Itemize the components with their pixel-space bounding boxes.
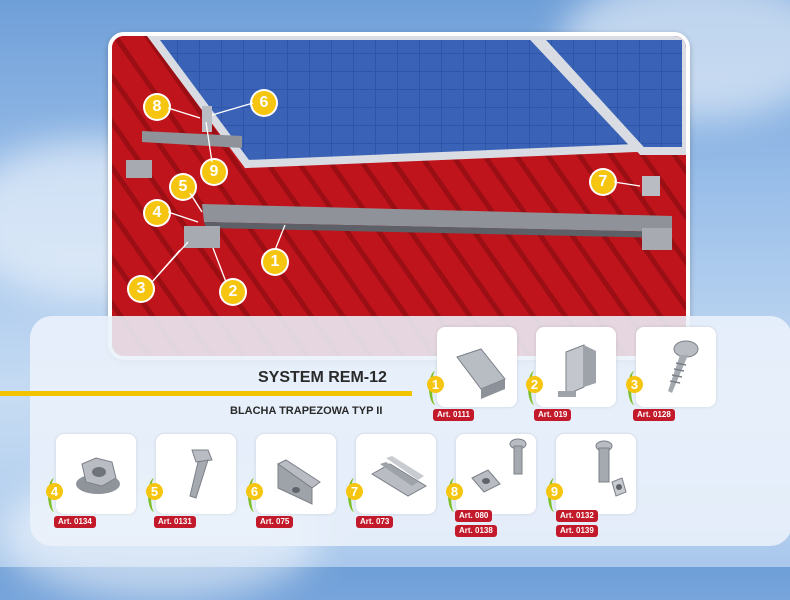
callout-5: 5 (171, 175, 195, 199)
art-label-7: Art. 073 (356, 516, 394, 528)
component-card-4 (56, 434, 136, 514)
art-label-1: Art. 0111 (433, 409, 474, 421)
art-label-9a: Art. 0132 (556, 510, 598, 522)
component-number-1: 1 (427, 376, 444, 393)
installation-illustration (108, 32, 690, 360)
component-number-4: 4 (46, 483, 63, 500)
component-number-7: 7 (346, 483, 363, 500)
art-label-5: Art. 0131 (154, 516, 196, 528)
component-card-6 (256, 434, 336, 514)
screw-icon (668, 340, 699, 393)
roof-mounting-diagram (112, 36, 686, 356)
hex-socket-bolt-icon (595, 440, 627, 497)
component-card-5 (156, 434, 236, 514)
art-label-2: Art. 019 (534, 409, 572, 421)
component-card-9 (556, 434, 636, 514)
callout-1: 1 (263, 250, 287, 274)
nut-icon (76, 457, 120, 494)
callout-8: 8 (145, 95, 169, 119)
mid-clamp-icon (371, 456, 427, 497)
component-card-7 (356, 434, 436, 514)
rail-profile-icon (456, 348, 506, 399)
t-bolt-icon (471, 438, 527, 493)
component-number-5: 5 (146, 483, 163, 500)
callout-6: 6 (252, 91, 276, 115)
callout-9: 9 (202, 160, 226, 184)
bracket-icon (558, 344, 596, 397)
art-label-9b: Art. 0139 (556, 525, 598, 537)
component-number-9: 9 (546, 483, 563, 500)
component-number-8: 8 (446, 483, 463, 500)
callout-4: 4 (145, 201, 169, 225)
component-card-2 (536, 327, 616, 407)
art-label-3: Art. 0128 (633, 409, 675, 421)
end-clamp-icon (277, 459, 321, 505)
callout-3: 3 (129, 277, 153, 301)
component-card-1 (437, 327, 517, 407)
bolt-icon (189, 449, 213, 499)
art-label-4: Art. 0134 (54, 516, 96, 528)
component-card-8 (456, 434, 536, 514)
system-title: SYSTEM REM-12 (258, 369, 387, 386)
component-card-3 (636, 327, 716, 407)
art-label-8a: Art. 080 (455, 510, 493, 522)
component-number-2: 2 (526, 376, 543, 393)
art-label-6: Art. 075 (256, 516, 294, 528)
title-rule (0, 391, 412, 396)
art-label-8b: Art. 0138 (455, 525, 497, 537)
callout-2: 2 (221, 280, 245, 304)
callout-7: 7 (591, 170, 615, 194)
component-number-3: 3 (626, 376, 643, 393)
system-subtitle: BLACHA TRAPEZOWA TYP II (230, 405, 383, 417)
component-number-6: 6 (246, 483, 263, 500)
